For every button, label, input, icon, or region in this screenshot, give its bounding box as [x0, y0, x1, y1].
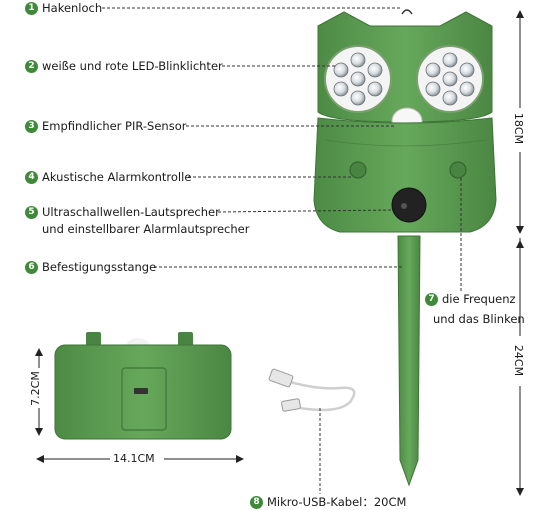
callout-stake: 6 Befestigungsstange — [25, 260, 156, 274]
owl-head — [317, 11, 493, 135]
callout-text: Ultraschallwellen-Lautsprecher — [42, 205, 220, 219]
callout-speaker: 5 Ultraschallwellen-Lautsprecher — [25, 205, 220, 219]
callout-number: 2 — [25, 59, 38, 73]
callout-number: 8 — [250, 495, 263, 509]
mounting-stake — [397, 235, 421, 487]
callout-hook-hole: 1 Hakenloch — [25, 1, 102, 15]
battery-box — [54, 332, 232, 440]
frequency-knob — [449, 161, 467, 179]
callout-number: 1 — [25, 1, 38, 15]
callout-text: Empfindlicher PIR-Sensor — [42, 119, 187, 133]
dimension-head-height: 18CM — [512, 112, 526, 145]
callout-pir-sensor: 3 Empfindlicher PIR-Sensor — [25, 119, 186, 133]
callout-text: Befestigungsstange — [42, 260, 157, 274]
callout-frequency: 7 die Frequenz — [425, 292, 516, 306]
callout-number: 3 — [25, 119, 38, 133]
callout-alarm-control: 4 Akustische Alarmkontrolle — [25, 170, 191, 184]
callout-text: weiße und rote LED-Blinklichter — [42, 59, 223, 73]
callout-speaker-line2: und einstellbarer Alarmlautsprecher — [42, 222, 250, 236]
hook-hole-icon — [401, 9, 413, 15]
callout-led-lights: 2 weiße und rote LED-Blinklichter — [25, 59, 223, 73]
callout-text: Hakenloch — [42, 1, 103, 15]
dimension-box-width: 14.1CM — [113, 452, 155, 465]
dimension-box-height: 7.2CM — [28, 371, 42, 406]
callout-text: Mikro-USB-Kabel：20CM — [267, 495, 407, 509]
callout-number: 6 — [25, 260, 38, 274]
owl-body — [313, 117, 497, 233]
dimension-stake-length: 24CM — [512, 344, 526, 377]
alarm-knob — [349, 161, 367, 179]
callout-number: 4 — [25, 170, 38, 184]
callout-usb-cable: 8 Mikro-USB-Kabel：20CM — [250, 495, 406, 509]
callout-text: Akustische Alarmkontrolle — [42, 170, 192, 184]
callout-frequency-line2: und das Blinken — [433, 312, 525, 326]
callout-number: 7 — [425, 292, 438, 306]
callout-text: die Frequenz — [442, 292, 516, 306]
callout-number: 5 — [25, 205, 38, 219]
usb-cable — [289, 380, 356, 412]
ultrasonic-speaker — [391, 187, 427, 223]
